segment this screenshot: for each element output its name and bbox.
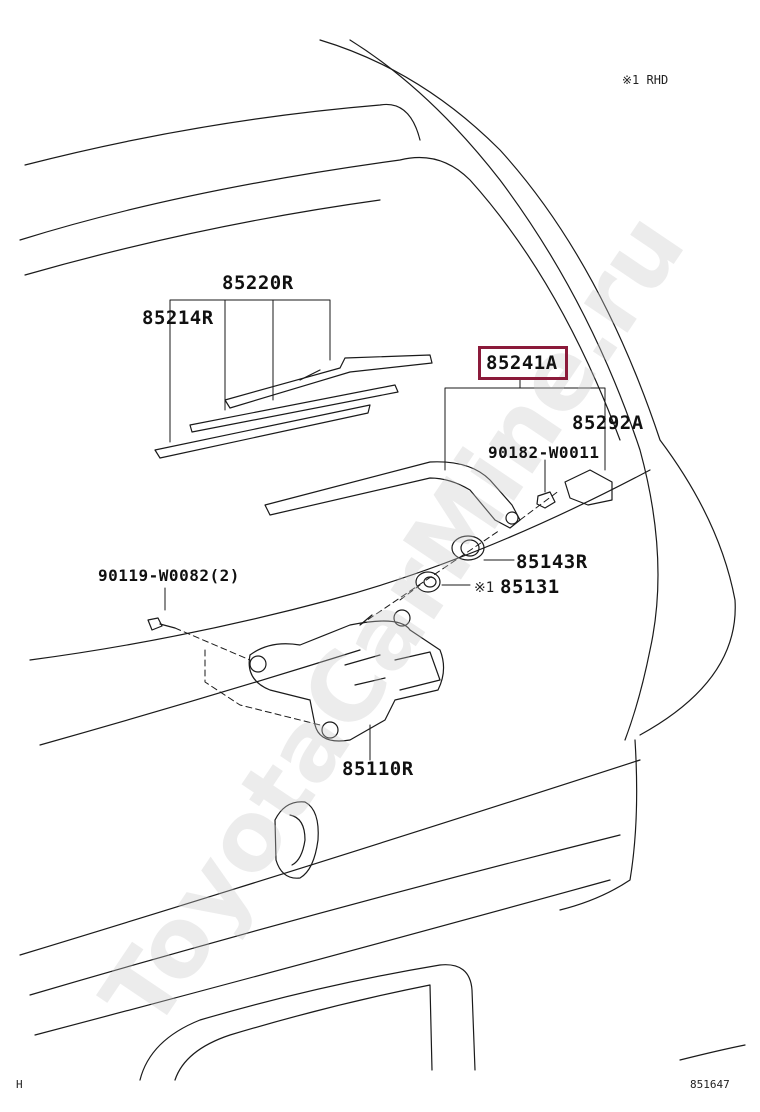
label-cover[interactable]: 85292A xyxy=(572,412,644,434)
footer-left-code: H xyxy=(16,1078,23,1091)
glass-bottom xyxy=(29,469,651,661)
label-cap[interactable]: 85143R xyxy=(516,551,588,573)
lower-panel-3 xyxy=(34,879,611,1036)
bottom-right-mark xyxy=(679,1044,746,1061)
label-nut[interactable]: 90182-W0011 xyxy=(488,443,600,462)
license-recess xyxy=(139,964,476,1081)
nut-drawing xyxy=(536,491,556,509)
wiper-blade-drawing xyxy=(154,354,433,459)
label-grommet[interactable]: 85131 xyxy=(500,576,560,598)
body-outline-inner xyxy=(349,39,659,741)
diagram-id: 851647 xyxy=(690,1078,730,1091)
license-inner xyxy=(174,984,433,1081)
rhd-note: ※1 RHD xyxy=(622,73,669,87)
label-motor[interactable]: 85110R xyxy=(342,758,414,780)
grommet-drawing xyxy=(415,571,441,593)
glass-edge xyxy=(19,156,621,441)
glass-line-2 xyxy=(24,199,381,276)
label-arm[interactable]: 85241A xyxy=(486,352,558,374)
glass-top xyxy=(24,103,421,166)
lower-panel xyxy=(19,759,641,956)
panel-line xyxy=(39,649,361,746)
handle-recess xyxy=(274,801,319,879)
motor-drawing xyxy=(248,609,445,742)
label-blade-assy[interactable]: 85220R xyxy=(222,272,294,294)
cap-drawing xyxy=(451,535,485,561)
lower-panel-2 xyxy=(29,834,621,996)
body-outline xyxy=(319,39,736,736)
wiper-arm-drawing xyxy=(264,461,521,529)
right-edge xyxy=(559,739,638,911)
label-blade-rubber[interactable]: 85214R xyxy=(142,307,214,329)
grommet-rhd-mark: ※1 xyxy=(474,580,495,596)
highlight-box xyxy=(478,346,568,380)
cover-drawing xyxy=(564,469,613,506)
label-bolt[interactable]: 90119-W0082(2) xyxy=(98,566,240,585)
bolt-drawing xyxy=(147,617,176,631)
